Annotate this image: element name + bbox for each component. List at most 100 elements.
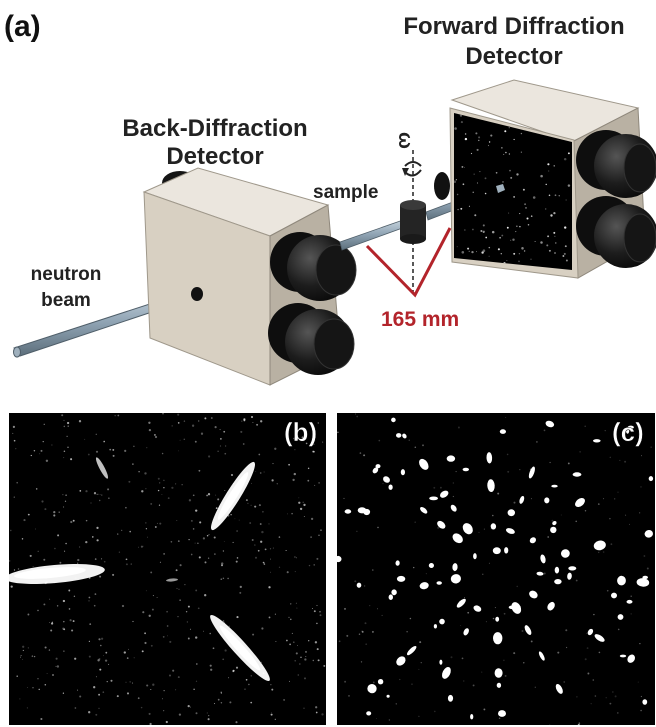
laue-spot <box>507 509 515 517</box>
noise-speck <box>101 637 104 640</box>
noise-speck <box>58 511 60 513</box>
noise-speck <box>183 420 186 422</box>
noise-speck <box>553 211 556 215</box>
noise-speck <box>73 595 76 597</box>
noise-speck <box>215 494 217 496</box>
noise-speck <box>22 645 25 648</box>
noise-speck <box>71 629 74 632</box>
noise-speck <box>55 665 57 667</box>
noise-speck <box>268 586 271 589</box>
noise-speck <box>468 250 470 252</box>
noise-speck <box>305 442 308 445</box>
laue-spot <box>499 429 506 434</box>
panel-c: (c) <box>337 413 655 725</box>
noise-speck <box>59 561 62 564</box>
noise-speck <box>88 596 91 599</box>
noise-speck <box>505 416 507 418</box>
noise-speck <box>269 558 271 560</box>
laue-spot <box>545 420 555 428</box>
noise-speck <box>299 507 303 511</box>
noise-speck <box>199 521 202 524</box>
noise-speck <box>204 561 207 564</box>
noise-speck <box>35 528 37 530</box>
noise-speck <box>478 139 480 142</box>
noise-speck <box>179 439 181 441</box>
noise-speck <box>138 470 140 473</box>
noise-speck <box>63 457 65 459</box>
noise-speck <box>187 637 190 640</box>
noise-speck <box>316 648 319 651</box>
noise-speck <box>491 230 495 234</box>
noise-speck <box>364 622 367 625</box>
noise-speck <box>98 658 101 660</box>
noise-speck <box>13 439 16 442</box>
noise-speck <box>503 612 506 615</box>
noise-speck <box>463 680 465 682</box>
laue-spot <box>593 439 601 443</box>
noise-speck <box>260 420 263 423</box>
laue-spot <box>428 562 434 569</box>
laue-spot <box>508 605 516 610</box>
noise-speck <box>116 695 119 698</box>
noise-speck <box>219 445 222 447</box>
noise-speck <box>476 148 479 151</box>
noise-speck <box>262 510 264 513</box>
noise-speck <box>208 714 210 717</box>
noise-speck <box>456 193 459 196</box>
laue-spot <box>487 479 495 492</box>
noise-speck <box>153 433 156 436</box>
noise-speck <box>450 656 453 659</box>
noise-speck <box>545 208 547 210</box>
noise-speck <box>206 494 208 497</box>
back-detector-title-line2: Detector <box>166 143 263 170</box>
noise-speck <box>252 422 254 423</box>
noise-speck <box>172 669 175 672</box>
laue-spot <box>357 507 367 514</box>
noise-speck <box>530 498 532 500</box>
noise-speck <box>174 483 177 485</box>
noise-speck <box>488 246 491 249</box>
noise-speck <box>68 589 71 592</box>
noise-speck <box>640 695 643 698</box>
laue-spot <box>554 579 562 585</box>
noise-speck <box>422 444 424 447</box>
noise-speck <box>177 422 180 424</box>
noise-speck <box>114 415 116 417</box>
noise-speck <box>137 697 140 700</box>
noise-speck <box>91 536 94 538</box>
laue-spot <box>402 433 407 439</box>
noise-speck <box>378 439 381 442</box>
noise-speck <box>72 519 75 522</box>
noise-speck <box>202 537 206 540</box>
noise-speck <box>77 689 79 691</box>
noise-speck <box>602 551 605 553</box>
noise-speck <box>464 137 468 141</box>
noise-speck <box>66 435 68 438</box>
noise-speck <box>85 490 88 493</box>
noise-speck <box>312 659 315 662</box>
noise-speck <box>452 495 455 498</box>
noise-speck <box>547 536 550 538</box>
noise-speck <box>550 214 553 217</box>
noise-speck <box>433 710 436 713</box>
panel-c-image <box>337 413 655 725</box>
noise-speck <box>406 631 408 633</box>
noise-speck <box>464 597 466 598</box>
noise-speck <box>286 571 289 574</box>
noise-speck <box>87 453 90 456</box>
noise-speck <box>121 604 125 608</box>
noise-speck <box>251 539 254 541</box>
noise-speck <box>99 575 102 578</box>
noise-speck <box>553 165 555 167</box>
noise-speck <box>171 486 174 489</box>
noise-speck <box>247 502 249 505</box>
noise-speck <box>13 569 16 571</box>
noise-speck <box>236 530 238 532</box>
omega-rotation-arrow-icon <box>402 161 422 177</box>
noise-speck <box>425 573 427 575</box>
noise-speck <box>194 542 196 544</box>
noise-speck <box>181 484 183 486</box>
noise-speck <box>224 452 227 455</box>
noise-speck <box>191 520 193 522</box>
noise-speck <box>639 512 641 514</box>
